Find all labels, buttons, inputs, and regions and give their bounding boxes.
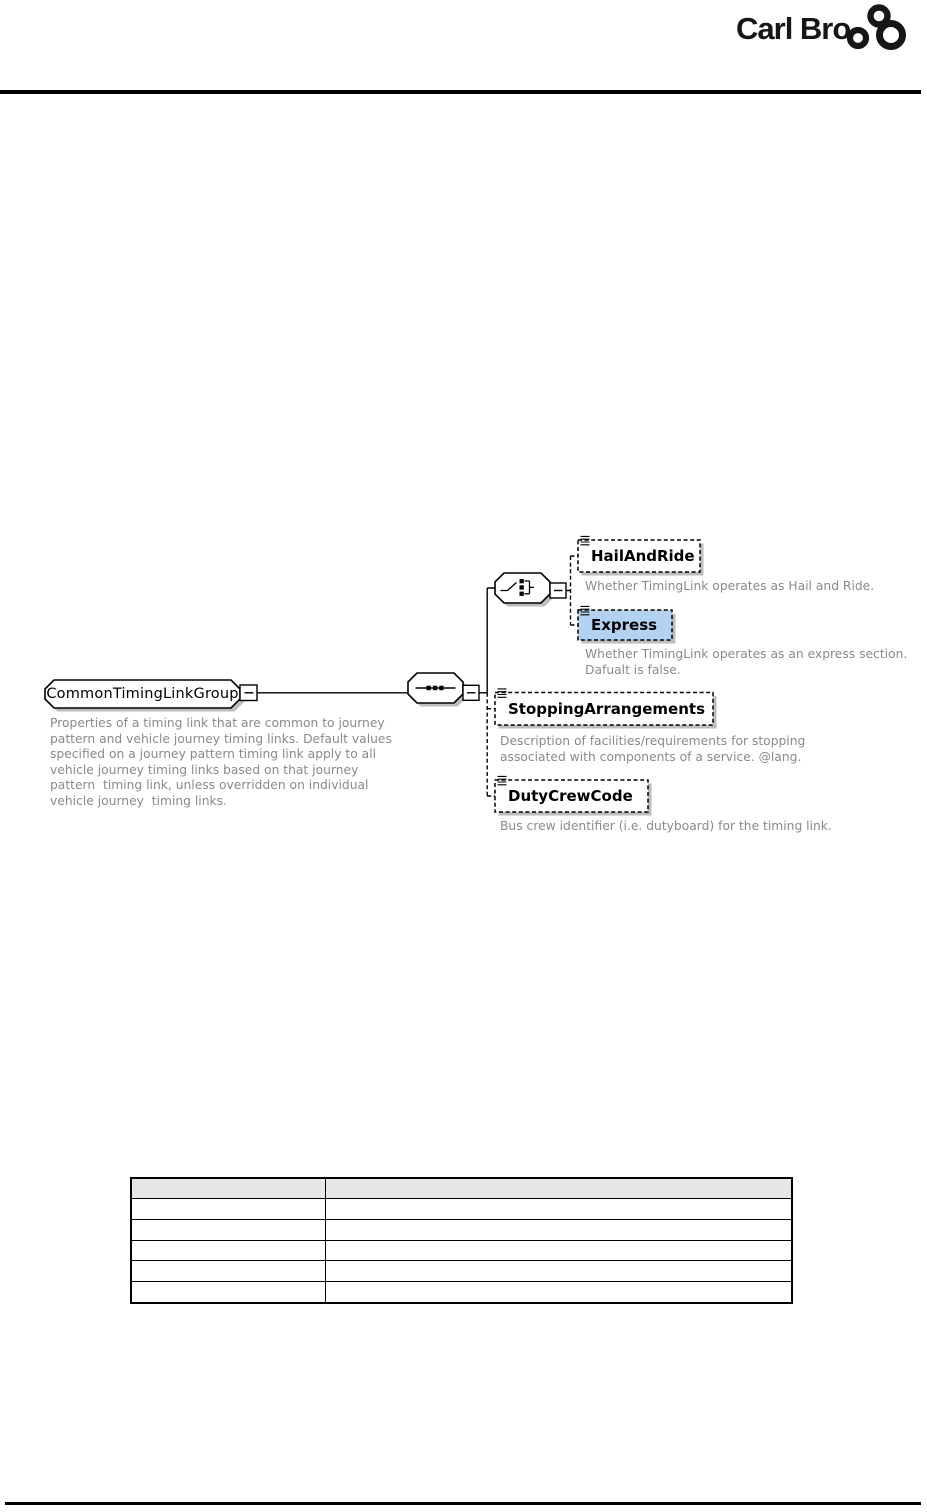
table-cell — [324, 1198, 793, 1220]
connector-choice-elements — [566, 555, 578, 626]
table-cell — [324, 1281, 793, 1304]
table-cell — [130, 1218, 326, 1241]
properties-table — [130, 1177, 793, 1304]
connector-sequence-choice — [479, 587, 495, 694]
element-box-dutycrewcode — [494, 779, 649, 813]
table-cell — [130, 1260, 326, 1283]
element-label-dutycrewcode: DutyCrewCode — [508, 787, 633, 805]
table-row — [130, 1260, 793, 1283]
footer-rule — [5, 1502, 921, 1505]
element-label-stoppingarrangements: StoppingArrangements — [508, 699, 706, 718]
table-row — [130, 1281, 793, 1304]
element-annotation-hailandride: Whether TimingLink operates as Hail and … — [585, 579, 875, 593]
element-label-hailandride: HailAndRide — [591, 547, 695, 565]
logo-text: Carl Bro — [736, 11, 851, 46]
choice-glyph — [500, 579, 534, 596]
element-box-express — [577, 609, 673, 641]
table-row — [130, 1198, 793, 1220]
group-label: CommonTimingLinkGroup — [46, 686, 239, 702]
simple-content-icon — [497, 688, 507, 698]
table-cell — [130, 1281, 326, 1304]
element-box-stoppingarrangements — [494, 691, 714, 726]
simple-content-icon — [497, 775, 507, 786]
group-box-shape — [44, 679, 241, 709]
table-row — [130, 1218, 793, 1241]
element-annotation-express: Whether TimingLink operates as an expres… — [585, 647, 908, 677]
sequence-glyph — [415, 685, 456, 691]
table-cell — [324, 1239, 793, 1262]
header-rule — [0, 90, 921, 94]
group-collapse-toggle[interactable] — [239, 684, 258, 702]
table-cell — [324, 1218, 793, 1241]
table-row — [130, 1239, 793, 1262]
table-header-cell — [324, 1177, 793, 1199]
sequence-collapse-toggle[interactable] — [462, 684, 480, 702]
table-header-cell — [130, 1177, 326, 1199]
schema-diagram: CommonTimingLinkGroup HailAndRide Expres… — [40, 535, 927, 845]
element-annotation-stoppingarrangements: Description of facilities/requirements f… — [500, 734, 806, 764]
choice-collapse-toggle[interactable] — [549, 582, 567, 599]
table-cell — [324, 1260, 793, 1283]
table-cell — [130, 1198, 326, 1220]
table-cell — [130, 1239, 326, 1262]
simple-content-icon — [580, 605, 590, 616]
element-label-express: Express — [591, 616, 658, 634]
carl-bro-trefoil-icon — [846, 4, 906, 50]
group-annotation: Properties of a timing link that are com… — [50, 716, 392, 808]
table-header-row — [130, 1177, 793, 1199]
element-annotation-dutycrewcode: Bus crew identifier (i.e. dutyboard) for… — [500, 819, 832, 833]
element-box-hailandride — [577, 539, 701, 573]
connector-sequence-elements — [486, 692, 495, 797]
simple-content-icon — [580, 535, 590, 546]
